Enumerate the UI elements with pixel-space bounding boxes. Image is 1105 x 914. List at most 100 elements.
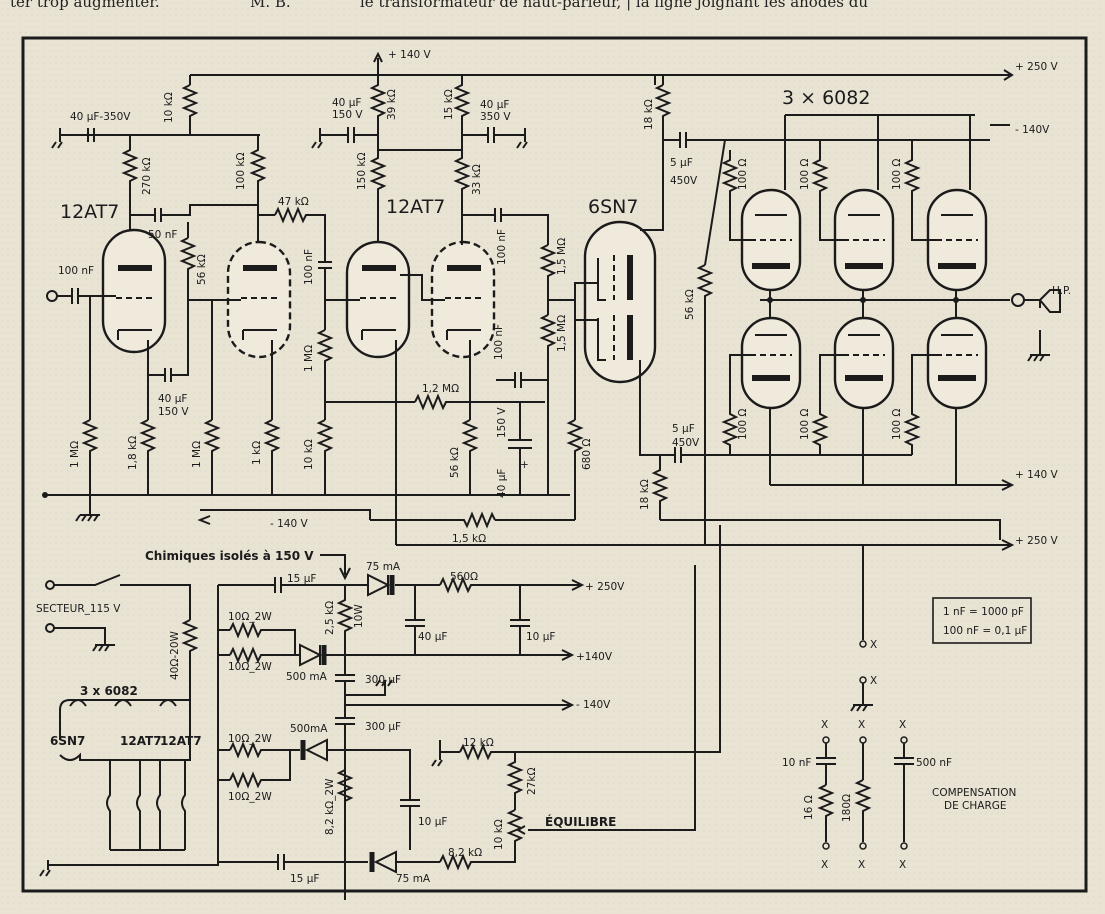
label-c40-150b-unit: 150 V [332, 109, 363, 121]
label-comp-c500n: 500 nF [916, 757, 952, 769]
label-c300-b: 300 µF [365, 721, 401, 733]
label-d75-b: 75 mA [396, 873, 431, 885]
label-comp-r180: 180Ω [841, 794, 853, 822]
label-c40-150a-value: 40 µF [158, 393, 187, 405]
label-r18k-b: 18 kΩ [639, 479, 651, 510]
label-r100-6: 100 Ω [891, 409, 903, 440]
label-c10u-a: 10 µF [526, 631, 555, 643]
label-plus: + [520, 459, 529, 471]
label-r100-3: 100 Ω [891, 159, 903, 190]
svg-text:X: X [870, 675, 877, 687]
label-d75-a: 75 mA [366, 561, 401, 573]
label-r10k-b: 10 kΩ [303, 439, 315, 470]
label-r18k-a: 1,8 kΩ [127, 436, 139, 470]
label-r47k: 47 kΩ [278, 196, 309, 208]
compensation-title-2: DE CHARGE [944, 800, 1007, 812]
label-r100-2: 100 Ω [799, 159, 811, 190]
label-c40-150a-unit: 150 V [158, 406, 189, 418]
rail-label-psu-p140: +140V [576, 651, 613, 663]
label-r100-1: 100 Ω [737, 159, 749, 190]
svg-text:X: X [899, 719, 906, 731]
label-c100n-in: 100 nF [58, 265, 94, 277]
header-mid-text: M. B. [250, 0, 291, 11]
label-c40-350a: 40 µF-350V [70, 111, 131, 123]
label-equilibre: ÉQUILIBRE [545, 814, 616, 829]
label-c40-150c-unit: 150 V [496, 407, 508, 438]
tube-label-6082: 3 × 6082 [782, 87, 870, 109]
label-r100k: 100 kΩ [235, 153, 247, 190]
compensation-network-1: X 10 nF 16 Ω X [782, 719, 836, 871]
label-r18k: 18 kΩ [643, 99, 655, 130]
legend-line2: 100 nF = 0,1 µF [943, 625, 1027, 637]
psu-note: Chimiques isolés à 150 V [145, 549, 314, 563]
header-left-text: ter trop augmenter. [10, 0, 160, 11]
label-r100-4: 100 Ω [737, 409, 749, 440]
label-r10k-pot: 10 kΩ [493, 819, 505, 850]
label-c5u-a-unit: 450V [670, 175, 698, 187]
label-r12k: 12 kΩ [463, 737, 494, 749]
label-r56k-b: 56 kΩ [449, 447, 461, 478]
label-r680: 680 Ω [581, 439, 593, 470]
label-c40-350b-unit: 350 V [480, 111, 511, 123]
label-heater-6082: 3 x 6082 [80, 684, 138, 698]
label-r10-2: 10Ω_2W [228, 661, 272, 673]
label-r270k: 270 kΩ [141, 158, 153, 195]
svg-text:X: X [858, 719, 865, 731]
label-c100n-b: 100 nF [496, 229, 508, 265]
rail-label-psu-m140: - 140V [576, 699, 611, 711]
label-r150k: 150 kΩ [356, 153, 368, 190]
compensation-network-3: X 500 nF X [894, 719, 952, 871]
label-r1m-c: 1 MΩ [303, 345, 315, 372]
label-c100n-a: 100 nF [303, 249, 315, 285]
label-secteur: SECTEUR_115 V [36, 603, 121, 615]
label-r10-3: 10Ω_2W [228, 733, 272, 745]
label-r25k-w: 10W [353, 604, 365, 628]
label-c10u-b: 10 µF [418, 816, 447, 828]
label-c300-a: 300 µF [365, 674, 401, 686]
label-r39k: 39 kΩ [386, 89, 398, 120]
header-right-text: le transformateur de haut-parleur, | la … [360, 0, 868, 11]
tube-label-12at7-a: 12AT7 [60, 201, 119, 223]
label-heater-12at7a: 12AT7 [120, 734, 162, 748]
rail-label-140v-top: + 140 V [388, 49, 432, 61]
label-d500-a: 500 mA [286, 671, 328, 683]
rail-label-p250-right: + 250 V [1015, 535, 1059, 547]
label-comp-c10n: 10 nF [782, 757, 811, 769]
svg-text:X: X [821, 719, 828, 731]
rail-label-p140-right: + 140 V [1015, 469, 1059, 481]
rail-label-psu-p250: + 250V [585, 581, 625, 593]
label-c40-150b-value: 40 µF [332, 97, 361, 109]
label-r12m: 1,2 MΩ [422, 383, 459, 395]
rail-label-m140-left: - 140 V [270, 518, 309, 530]
label-r82k: 8,2 kΩ [448, 847, 482, 859]
label-c5u-b-unit: 450V [672, 437, 700, 449]
svg-text:X: X [870, 639, 877, 651]
svg-text:X: X [858, 859, 865, 871]
label-r10-1: 10Ω_2W [228, 611, 272, 623]
label-c5u-a-value: 5 µF [670, 157, 693, 169]
legend-box [932, 597, 1032, 644]
label-c40-350b-value: 40 µF [480, 99, 509, 111]
label-r10-4: 10Ω_2W [228, 791, 272, 803]
label-r82k-2w: 8,2 kΩ_2W [324, 778, 336, 835]
label-r1k: 1 kΩ [251, 441, 263, 465]
label-r56k: 56 kΩ [196, 254, 208, 285]
label-r10k: 10 kΩ [163, 92, 175, 123]
compensation-network-2: X 180Ω X [841, 719, 872, 871]
label-r15k: 15 kΩ [443, 89, 455, 120]
diagram-frame [21, 36, 1088, 893]
label-c15u-a: 15 µF [287, 573, 316, 585]
label-r1m-b: 1 MΩ [191, 441, 203, 468]
label-r33k: 33 kΩ [471, 164, 483, 195]
rail-label-250v-top: + 250 V [1015, 61, 1059, 73]
label-r25k: 2,5 kΩ [324, 601, 336, 635]
label-c50n: 50 nF [148, 229, 177, 241]
label-heater-6sn7: 6SN7 [50, 734, 85, 748]
tube-label-6sn7: 6SN7 [588, 196, 638, 218]
tube-label-12at7-b: 12AT7 [386, 196, 445, 218]
label-r1m-a: 1 MΩ [69, 441, 81, 468]
label-heater-12at7b: 12AT7 [160, 734, 202, 748]
compensation-title-1: COMPENSATION [932, 787, 1016, 799]
